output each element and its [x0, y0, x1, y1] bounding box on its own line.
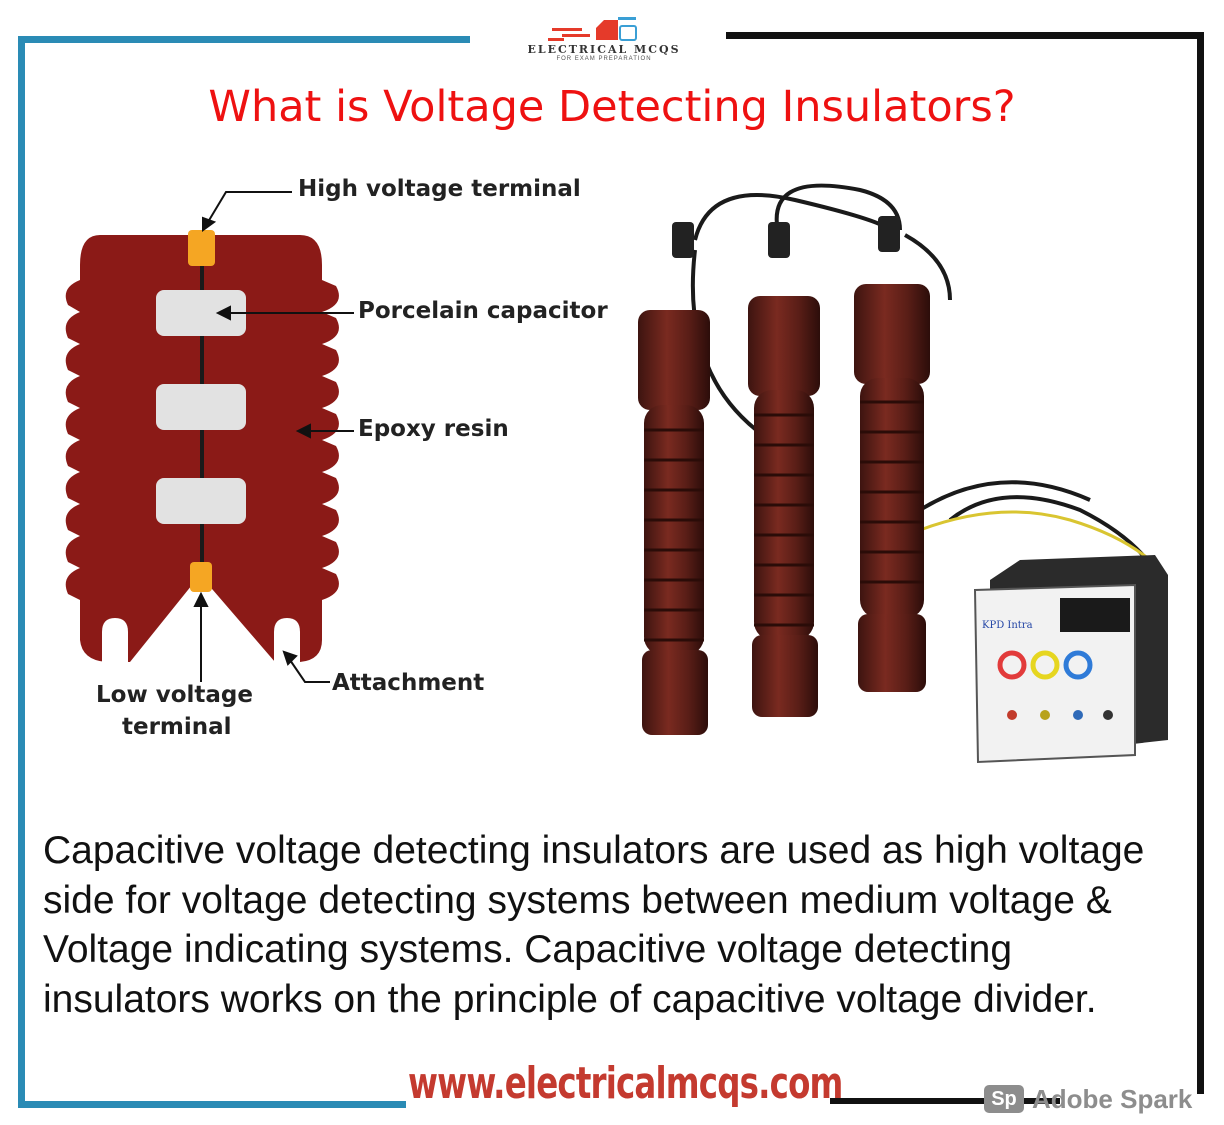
leader-high-voltage — [207, 191, 292, 223]
leader-attachment — [289, 659, 330, 683]
insulator-3 — [854, 216, 930, 692]
insulator-2 — [748, 222, 820, 717]
adobe-spark-text: Adobe Spark — [1032, 1084, 1193, 1114]
label-porcelain-capacitor: Porcelain capacitor — [358, 298, 608, 324]
attachment-slot-left — [102, 618, 128, 662]
insulator-product-photo: KPD Intra — [620, 180, 1180, 770]
indicator-device-label: KPD Intra — [982, 620, 1033, 631]
label-attachment: Attachment — [332, 670, 485, 696]
frame-border-blue-bottom — [18, 1101, 406, 1108]
frame-border-black-right — [1197, 32, 1204, 1094]
yellow-wire — [919, 510, 1151, 562]
frame-border-blue-left — [18, 36, 25, 1108]
attachment-slot-right — [274, 618, 300, 662]
logo-subtext: FOR EXAM PREPARATION — [556, 56, 652, 62]
porcelain-capacitor-2 — [156, 384, 246, 430]
low-voltage-terminal-block — [190, 562, 212, 592]
label-low-voltage-terminal-line2: terminal — [122, 714, 232, 740]
high-voltage-terminal-block — [188, 230, 215, 266]
arrow-epoxy — [295, 423, 311, 439]
arrow-high-voltage — [202, 216, 217, 232]
porcelain-capacitor-3 — [156, 478, 246, 524]
insulator-ribs — [644, 400, 924, 642]
label-high-voltage-terminal: High voltage terminal — [298, 176, 581, 202]
adobe-spark-badge-icon: Sp — [984, 1085, 1024, 1113]
label-epoxy-resin: Epoxy resin — [358, 416, 509, 442]
insulator-cross-section-diagram: High voltage terminal Porcelain capacito… — [60, 170, 620, 760]
page-title: What is Voltage Detecting Insulators? — [208, 82, 1016, 132]
logo-text: ELECTRICAL MCQS — [527, 43, 681, 56]
frame-border-blue-top — [18, 36, 470, 43]
insulator-1 — [638, 222, 710, 735]
frame-border-black-top — [726, 32, 1204, 39]
website-link[interactable]: www.electricalmcqs.com — [408, 1058, 843, 1109]
site-logo: ELECTRICAL MCQS FOR EXAM PREPARATION — [492, 16, 716, 66]
description-paragraph: Capacitive voltage detecting insulators … — [43, 829, 1145, 1021]
frame-border-black-bottom — [830, 1098, 1060, 1104]
arrow-porcelain — [215, 305, 231, 321]
porcelain-capacitor-1 — [156, 290, 246, 336]
indicator-box — [973, 555, 1168, 764]
arrow-low-voltage — [193, 591, 209, 607]
label-low-voltage-terminal-line1: Low voltage — [96, 682, 253, 708]
logo-tv-icon — [548, 17, 637, 41]
arrow-attachment — [282, 650, 298, 666]
